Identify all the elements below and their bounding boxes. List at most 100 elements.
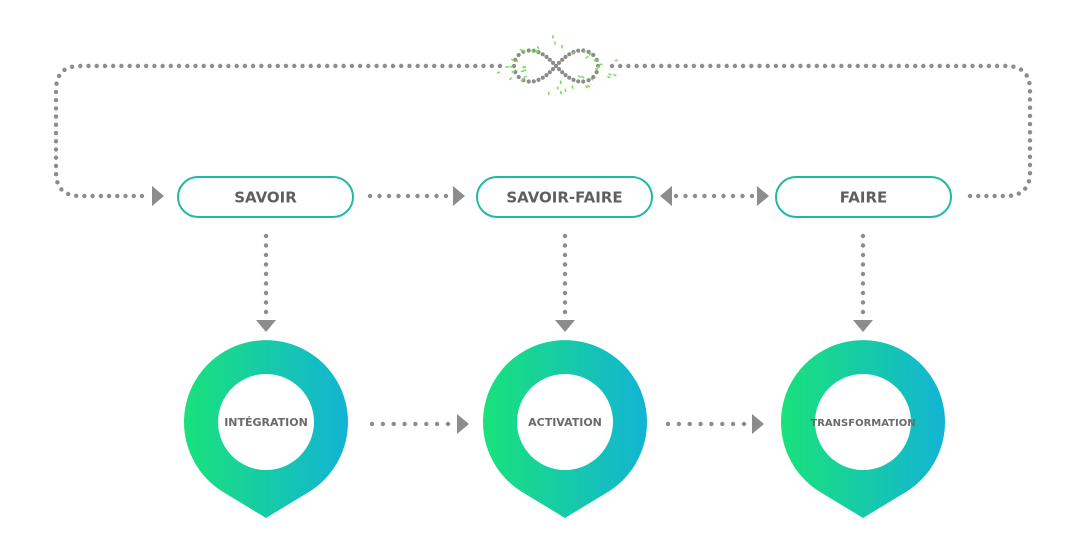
connector-dot <box>209 63 215 69</box>
infinity-dot <box>526 48 531 53</box>
connector-dot <box>860 233 866 239</box>
stage-label: SAVOIR-FAIRE <box>506 189 622 207</box>
connector-dot <box>675 63 680 69</box>
connector-dot <box>489 63 494 69</box>
sparkle-dot <box>536 45 540 50</box>
connector-dot <box>1024 73 1029 78</box>
stage-box-border <box>177 176 354 218</box>
connector-dot <box>53 147 59 152</box>
connector-dot <box>391 421 396 427</box>
connector-dot <box>1027 130 1033 135</box>
sparkle-dot <box>613 73 617 77</box>
pin-inner-circle <box>218 374 314 470</box>
connector-dot <box>308 63 313 69</box>
sparkle-dot <box>586 84 591 88</box>
connector-dot <box>152 63 157 69</box>
connector-dot <box>683 63 688 69</box>
connector-dot <box>953 63 959 69</box>
infinity-dot <box>540 75 545 80</box>
connector-dot <box>445 421 451 427</box>
connector-dot <box>773 63 779 69</box>
pin-label: ACTIVATION <box>528 416 602 429</box>
connector-dot <box>749 193 755 199</box>
connector-dot <box>880 63 885 69</box>
connector-dot <box>967 193 973 199</box>
arrow-right-icon <box>453 186 465 206</box>
connector-dot <box>562 262 568 267</box>
connector-dot <box>1027 113 1033 119</box>
infinity-dot <box>511 63 517 69</box>
sparkle-dot <box>584 85 589 89</box>
infinity-dot <box>560 70 565 75</box>
connector-dot <box>115 193 120 199</box>
connector-dot <box>69 64 75 70</box>
connector-dot <box>263 262 269 267</box>
connector-dot <box>415 63 420 69</box>
connector-dot <box>860 243 866 248</box>
connector-dot <box>860 271 866 277</box>
sparkle-dot <box>559 90 562 95</box>
infinity-dot <box>586 78 591 83</box>
sparkle-dot <box>530 49 535 54</box>
connector-dot <box>860 281 866 286</box>
connector-dot <box>300 63 305 69</box>
connector-dot <box>562 300 568 305</box>
connector-dot <box>691 63 697 69</box>
sparkle-dot <box>556 86 559 90</box>
sparkle-dot <box>593 58 598 62</box>
connector-dot <box>226 63 231 69</box>
connector-dot <box>53 89 59 95</box>
sparkle-dot <box>508 77 513 81</box>
connector-dot <box>259 63 264 69</box>
connector-dot <box>831 63 836 69</box>
connector-dot <box>1000 193 1005 199</box>
connector-dot <box>913 63 918 69</box>
connector-dot <box>98 193 104 199</box>
connector-dot <box>1027 146 1033 151</box>
connector-dot <box>1027 121 1033 127</box>
connector-dot <box>839 63 844 69</box>
connector-dot <box>82 193 87 199</box>
stage-box-savoir-faire: SAVOIR-FAIRE <box>476 176 653 218</box>
connector-dot <box>106 193 112 199</box>
arrow-right-icon <box>752 414 764 434</box>
stage-box-border <box>775 176 952 218</box>
infinity-icon <box>496 35 619 96</box>
connector-dot <box>872 63 877 69</box>
connector-dot <box>201 63 206 69</box>
pin-activation: ACTIVATION <box>483 340 647 518</box>
connector-dot <box>945 63 951 69</box>
connector-dot <box>74 193 79 198</box>
connector-dot <box>405 193 411 199</box>
stage-box-savoir: SAVOIR <box>177 176 354 218</box>
connector-dot <box>497 63 503 69</box>
arrow-right-icon <box>457 414 469 434</box>
connector-dot <box>193 63 198 69</box>
connector-dot <box>283 63 289 69</box>
connector-dot <box>720 421 725 427</box>
connector-dot <box>994 63 1000 69</box>
connector-dot <box>94 63 99 69</box>
connector-dot <box>53 139 59 144</box>
connector-dot <box>131 193 136 199</box>
connector-dot <box>659 63 664 69</box>
connector-dot <box>1027 89 1033 94</box>
connector-dot <box>55 180 60 185</box>
infinity-dot <box>591 74 596 80</box>
connector-dot <box>650 63 656 69</box>
infinity-dot <box>516 52 521 58</box>
connector-dot <box>711 193 717 199</box>
connector-dot <box>698 421 703 427</box>
connector-dot <box>1016 191 1021 196</box>
sparkle-dot <box>535 49 539 53</box>
connector-dot <box>380 421 386 427</box>
infinity-dot <box>563 54 568 60</box>
sparkle-dot <box>496 71 501 74</box>
connector-dot <box>333 63 338 69</box>
connector-dot <box>367 193 373 199</box>
sparkle-dot <box>522 66 526 69</box>
connector-dot <box>62 67 67 73</box>
connector-dot <box>275 63 280 69</box>
connector-dot <box>263 300 269 305</box>
